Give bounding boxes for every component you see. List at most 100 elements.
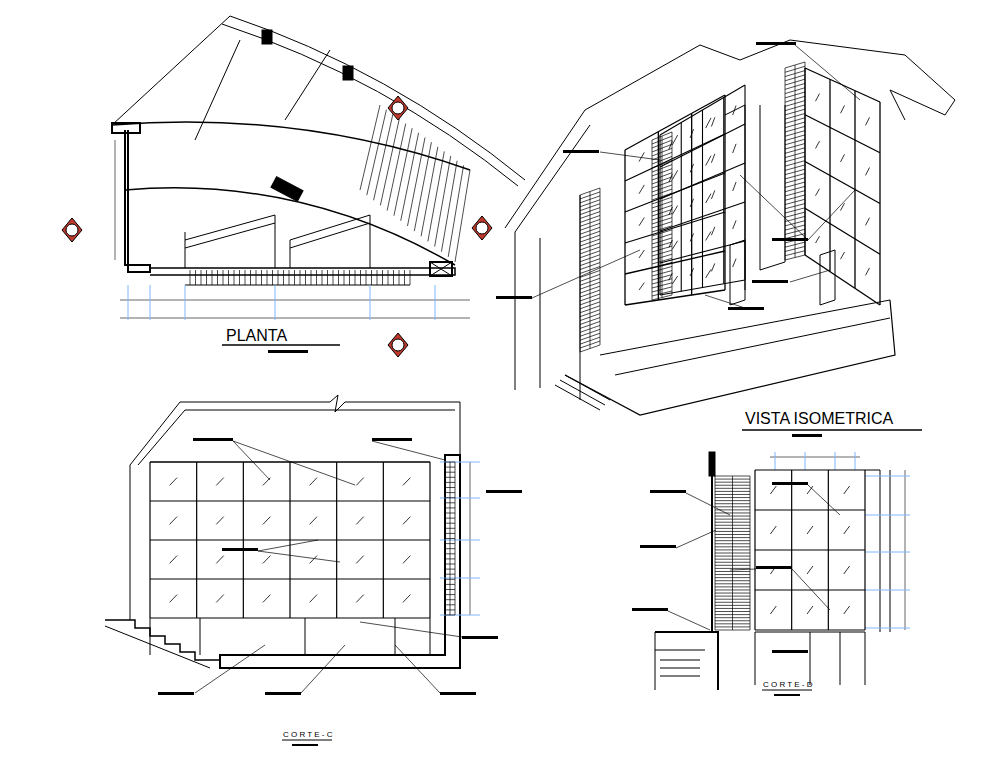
- glass-mark: [807, 526, 813, 534]
- glass-mark: [672, 241, 677, 249]
- glass-mark: [706, 156, 711, 166]
- glass-mark: [170, 595, 177, 603]
- mullion: [150, 500, 430, 501]
- stair-step: [448, 165, 463, 257]
- glass-mark: [866, 117, 870, 125]
- stair-step: [387, 124, 406, 211]
- glass-mark: [356, 517, 363, 525]
- stair-step: [212, 270, 213, 285]
- stair: [105, 620, 220, 660]
- section-c: [105, 395, 522, 746]
- glass-mark: [807, 566, 813, 574]
- glass-mark: [711, 227, 714, 235]
- stair: [105, 626, 210, 668]
- mullion: [805, 162, 880, 204]
- mullion: [805, 208, 880, 254]
- mullion: [660, 202, 745, 231]
- callout-tag: [756, 42, 796, 45]
- glass-mark: [356, 556, 363, 564]
- wall-section: [709, 452, 715, 476]
- glass-mark: [403, 595, 410, 603]
- stair-step: [234, 270, 235, 285]
- glass-mark: [866, 268, 870, 275]
- title-underline: [762, 689, 812, 690]
- stair-step: [338, 270, 339, 285]
- stair-step: [272, 270, 273, 285]
- wall-edge: [760, 105, 785, 270]
- glass-mark: [711, 263, 714, 271]
- glass-mark: [733, 259, 736, 267]
- glass-mark: [816, 189, 820, 196]
- marker-circle: [392, 102, 404, 114]
- roof-outline: [505, 40, 955, 228]
- glass-mark: [690, 164, 693, 173]
- mullion: [625, 212, 725, 243]
- stair-step: [311, 270, 312, 285]
- glass-mark: [711, 190, 714, 199]
- glass-mark: [216, 478, 223, 486]
- mullion: [702, 110, 703, 288]
- stair-step: [366, 270, 367, 285]
- louver-slat: [600, 188, 601, 345]
- mullion: [660, 241, 745, 263]
- glass-mark: [816, 236, 820, 243]
- stair-step: [289, 270, 290, 285]
- louver-slat: [455, 462, 456, 615]
- glass-mark: [733, 182, 736, 191]
- glass-mark: [690, 268, 693, 276]
- view-title: C O R T E - D: [763, 681, 813, 690]
- column: [430, 262, 452, 276]
- dimension-tick: [775, 452, 855, 470]
- stair-step: [201, 270, 202, 285]
- stair-step: [410, 270, 411, 285]
- roof-outline: [515, 125, 590, 232]
- title-underline: [282, 739, 332, 740]
- mullion: [805, 68, 880, 102]
- louver-slat: [750, 476, 751, 630]
- stair-step: [401, 133, 419, 221]
- stair-step: [256, 270, 257, 285]
- louver-slat: [785, 68, 786, 260]
- stair-step: [441, 161, 457, 252]
- louver-slat: [590, 192, 591, 349]
- glass-mark: [711, 117, 714, 126]
- glass-mark: [263, 517, 270, 525]
- stair-step: [305, 270, 306, 285]
- stair-step: [316, 270, 317, 285]
- glass-mark: [310, 595, 317, 603]
- leader-line: [532, 45, 860, 308]
- marker-arrow: [472, 216, 492, 240]
- glass-mark: [639, 152, 644, 161]
- glass-mark: [706, 231, 711, 240]
- stair-step: [239, 270, 240, 285]
- stair-step: [394, 128, 412, 216]
- section-marker: [62, 218, 82, 242]
- mullion: [150, 461, 430, 462]
- glass-mark: [356, 595, 363, 603]
- glass-mark: [672, 276, 677, 284]
- stair-hatch: [360, 105, 470, 262]
- glass-mark: [770, 486, 776, 494]
- base: [655, 632, 705, 690]
- stair-step: [195, 270, 196, 285]
- glass-mark: [639, 185, 644, 194]
- dimension-line: [128, 285, 435, 320]
- stair-step: [408, 138, 426, 227]
- joint-mark: [262, 30, 272, 44]
- dimension-tick: [865, 476, 910, 628]
- mullion: [723, 98, 724, 284]
- callout-tag: [772, 650, 808, 653]
- louver-slat: [732, 476, 733, 630]
- louver-slat: [652, 140, 653, 300]
- stair-step: [455, 170, 470, 262]
- glass-mark: [170, 517, 177, 525]
- roof-outline: [130, 395, 460, 465]
- glass-mark: [263, 556, 270, 564]
- glass-mark: [841, 105, 845, 113]
- louver-slat: [662, 136, 663, 298]
- glass-mark: [733, 106, 736, 115]
- glass-mark: [263, 478, 270, 486]
- scale-note: [774, 694, 800, 696]
- glass-mark: [672, 170, 677, 179]
